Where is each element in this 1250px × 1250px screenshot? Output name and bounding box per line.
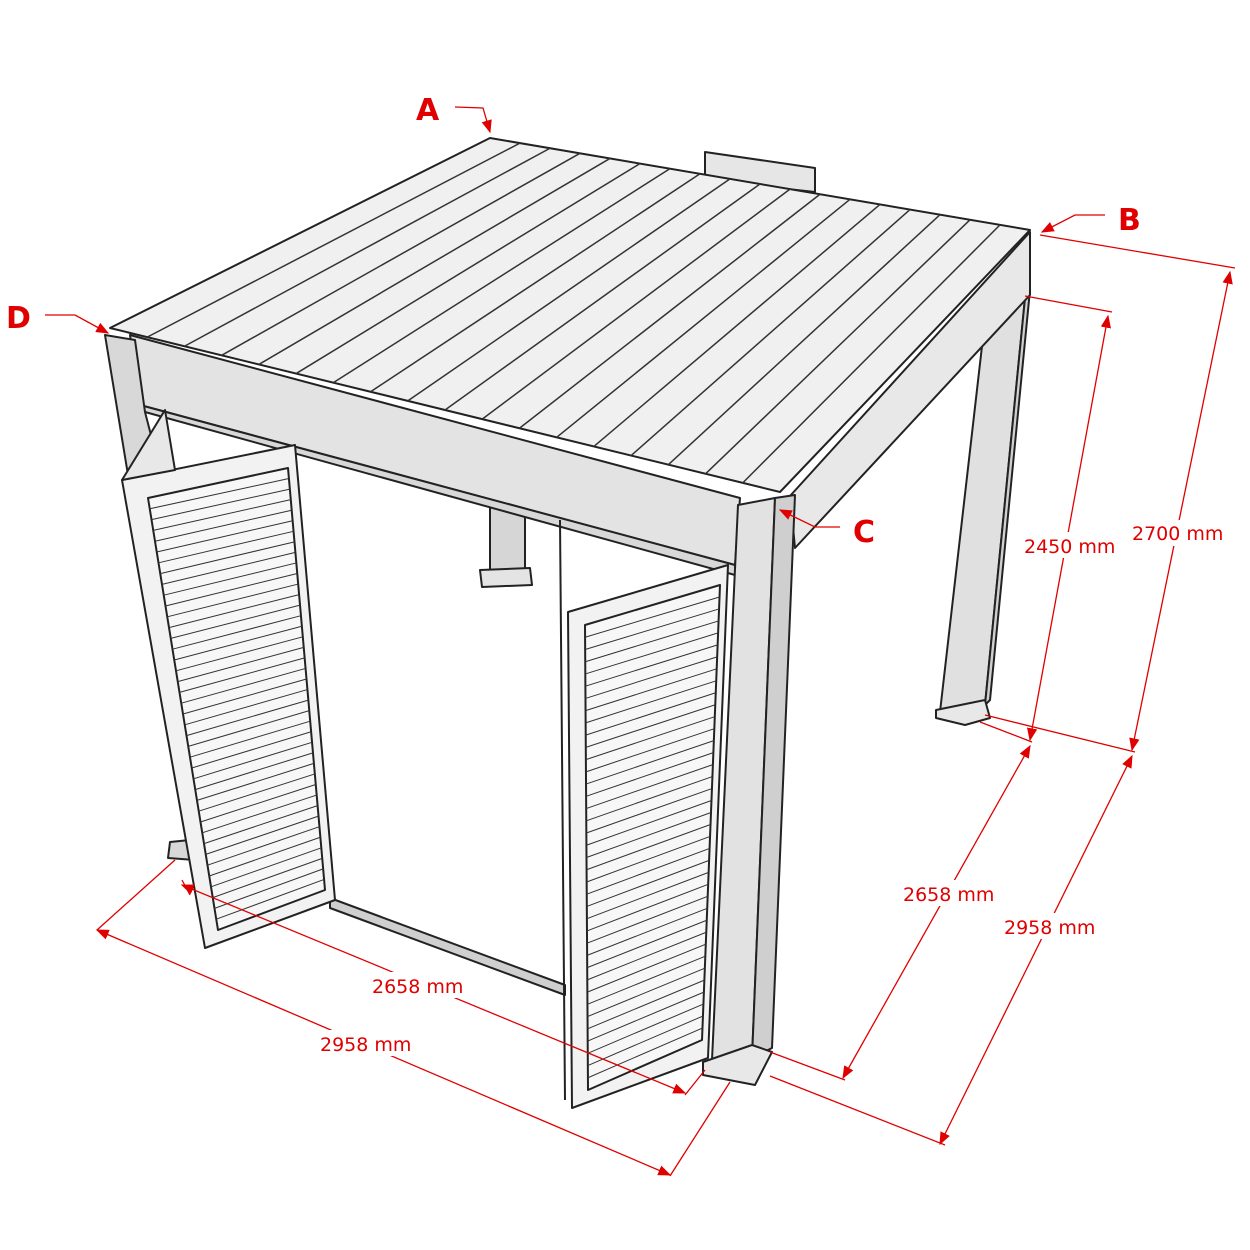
- louvre-slat: [585, 680, 717, 724]
- louvre-slat: [167, 583, 299, 618]
- dim-height-total: 2700 mm: [1132, 523, 1223, 545]
- dim-depth-total: 2958 mm: [1004, 917, 1095, 939]
- louvre-slat: [585, 716, 715, 761]
- annotations: A B C D 2450 mm 2700 mm 2658 mm 2958 mm …: [6, 93, 1236, 1177]
- louvre-slat: [191, 731, 312, 769]
- louvre-slat: [189, 720, 311, 758]
- corner-label-c: C: [853, 515, 875, 550]
- louvre-slat: [158, 530, 294, 564]
- louvre-slat: [585, 608, 720, 650]
- louvre-slat: [586, 812, 712, 858]
- louvre-slat: [163, 562, 297, 596]
- louvre-slat: [181, 667, 306, 704]
- roof-slat: [258, 157, 611, 366]
- louvre-slat: [168, 594, 300, 629]
- louvre-slat: [585, 620, 719, 663]
- louvre-slat: [585, 656, 718, 699]
- dim-width-total: 2958 mm: [320, 1034, 411, 1056]
- dim-depth-inner: 2658 mm: [903, 884, 994, 906]
- louvre-slat: [585, 728, 715, 773]
- roof-slat: [332, 168, 671, 384]
- louvre-slat: [196, 762, 315, 801]
- louvre-slat: [585, 752, 714, 797]
- louvre-slat: [193, 741, 313, 780]
- louvre-slat: [209, 836, 321, 877]
- louvre-slat: [195, 752, 314, 791]
- louvre-slat: [182, 678, 307, 715]
- left-door-panel: [121, 409, 336, 949]
- louvre-slat: [184, 689, 308, 726]
- louvre-slat: [585, 644, 718, 687]
- corner-label-b: B: [1118, 203, 1141, 238]
- roof-slat: [295, 162, 641, 375]
- louvre-slat: [177, 646, 304, 683]
- louvre-slat: [586, 764, 714, 810]
- louvre-slat: [584, 596, 720, 638]
- dim-height-inner: 2450 mm: [1024, 536, 1115, 558]
- louvre-slat: [585, 668, 717, 712]
- back-right-post: [935, 289, 1031, 726]
- roof-slat: [481, 188, 791, 420]
- louvre-slat: [188, 710, 310, 747]
- roof-slat: [667, 214, 941, 466]
- roof-slat: [444, 183, 761, 411]
- louvre-slat: [585, 704, 716, 748]
- louvre-slat: [175, 636, 303, 672]
- louvre-slat: [585, 692, 716, 736]
- louvre-slat: [586, 800, 712, 846]
- back-left-post: [479, 499, 533, 588]
- louvre-slat: [186, 699, 309, 737]
- roof-slat: [146, 142, 521, 338]
- corner-label-a: A: [416, 93, 440, 128]
- louvre-slat: [200, 784, 316, 823]
- louvre-slat: [586, 776, 713, 822]
- roof-slat: [370, 173, 701, 393]
- louvre-slat: [165, 573, 298, 607]
- louvre-slat: [174, 625, 303, 661]
- louvre-slat: [179, 657, 305, 693]
- louvre-slat: [153, 499, 291, 531]
- louvre-slat: [160, 541, 295, 575]
- roof-slat: [518, 193, 821, 429]
- louvre-slat: [585, 740, 715, 785]
- roof-slat: [221, 152, 581, 356]
- right-door-panel: [567, 564, 729, 1109]
- louvre-slat: [156, 520, 293, 553]
- roof-slat: [742, 224, 1001, 484]
- louvre-slat: [203, 805, 318, 845]
- louvre-slat: [202, 794, 317, 834]
- louvre-slat: [586, 824, 711, 871]
- louvre-slat: [205, 815, 319, 855]
- louvre-slat: [149, 478, 290, 510]
- louvre-slat: [161, 551, 296, 585]
- roof-slat: [407, 178, 731, 402]
- louvre-slat: [210, 847, 322, 888]
- louvre-slat: [207, 826, 320, 866]
- roof-slat: [556, 198, 851, 438]
- louvre-slat: [170, 604, 301, 639]
- louvre-slat: [172, 615, 302, 650]
- front-right-post: [702, 494, 796, 1086]
- dim-width-inner: 2658 mm: [372, 976, 463, 998]
- louvre-slat: [154, 509, 292, 542]
- louvre-slat: [586, 835, 711, 883]
- louvre-slat: [586, 788, 713, 834]
- roof-slat: [630, 208, 911, 457]
- roof-slat: [705, 219, 971, 475]
- corner-label-d: D: [6, 301, 31, 336]
- louvre-slat: [198, 773, 315, 812]
- louvre-slat: [585, 632, 719, 675]
- roof-slat: [184, 147, 551, 347]
- louvre-slat: [151, 488, 290, 521]
- roof-slat: [593, 203, 881, 448]
